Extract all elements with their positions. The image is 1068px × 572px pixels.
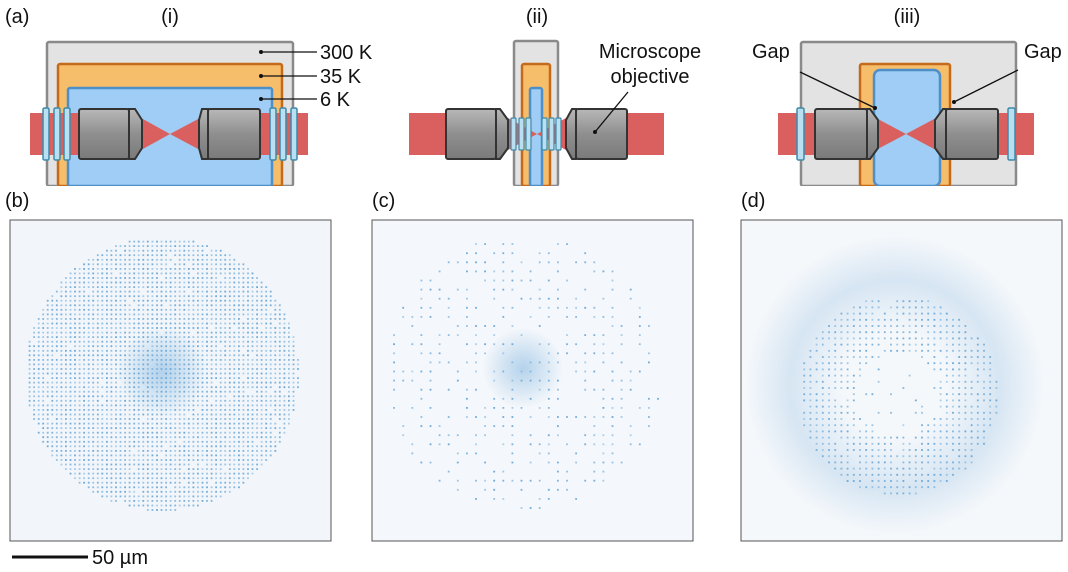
objective-right [934,108,999,160]
objective-pointer [594,91,629,133]
laser-beam-right [998,113,1034,155]
panel-label-b: (b) [5,190,29,212]
label-35k: 35 K [320,66,362,88]
laser-beam-right [626,113,664,155]
windows-right [269,107,298,161]
label-6k: 6 K [320,89,351,111]
diagram-config-iii [778,40,1034,194]
atom-image-d [740,219,1063,542]
temperature-pointers [261,51,317,100]
atom-image-c [371,219,694,542]
diagram-config-i [30,40,308,194]
panel-label-d: (d) [741,190,765,212]
panel-label-c: (c) [372,190,395,212]
atom-array-c [393,243,659,509]
gap-label-right: Gap [1024,41,1062,63]
windows [510,117,562,151]
objective-label-line1: Microscope [599,41,701,63]
objective-left [78,108,143,160]
atom-array-d [803,300,998,495]
objective-left [814,108,879,160]
label-300k: 300 K [320,42,373,64]
gap-pointer-left [799,71,876,109]
shield-6k [528,86,544,188]
diagram-config-ii [409,39,664,194]
windows [796,107,1016,161]
laser-beam-left [409,113,446,155]
scale-bar-label: 50 µm [92,547,148,569]
objective-label-line2: objective [611,66,690,88]
laser-focus-right [170,118,200,150]
config-label-i: (i) [161,6,179,28]
config-label-ii: (ii) [526,6,548,28]
config-label-iii: (iii) [894,6,921,28]
laser-focus-right [906,118,936,150]
laser-focus-left [141,118,170,150]
atom-array-b [28,240,299,511]
gap-label-left: Gap [752,41,790,63]
laser-focus-left [876,118,906,150]
objective-right [198,108,261,160]
objective-left [445,108,509,160]
objective-right [565,108,628,160]
gap-pointer-right [953,69,1019,103]
panel-label-a: (a) [5,6,29,28]
windows-left [42,107,71,161]
atom-image-b [9,219,332,542]
